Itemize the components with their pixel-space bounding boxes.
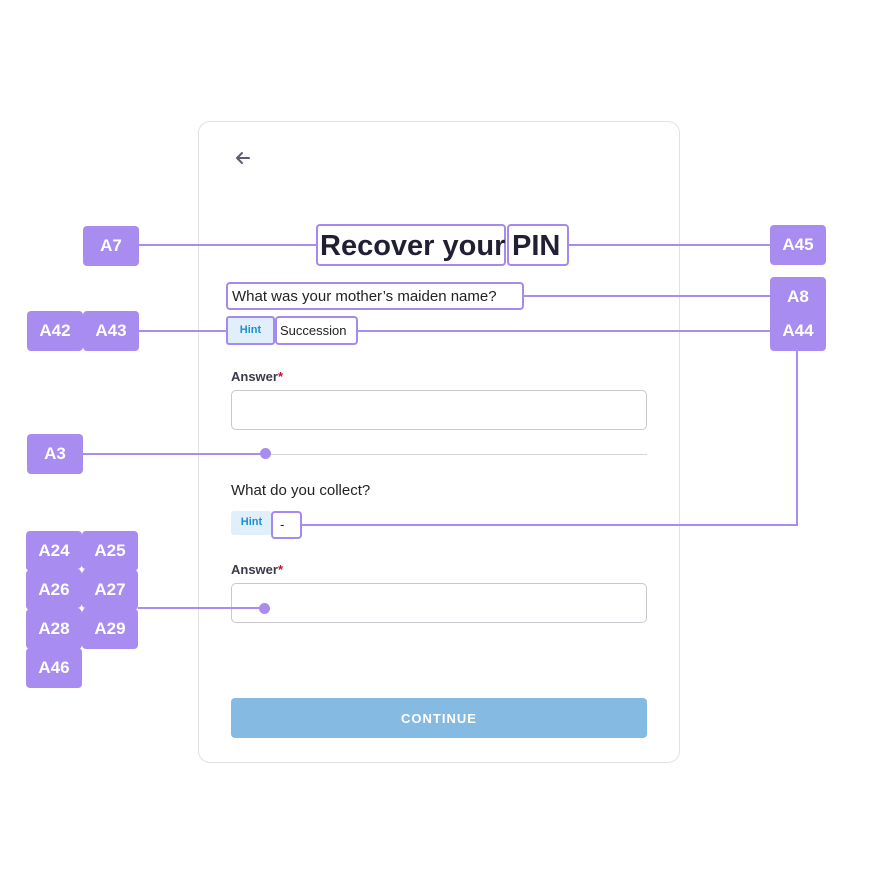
annotation-line-a29: [138, 607, 265, 609]
security-question-2: What do you collect?: [231, 482, 371, 499]
answer-label-2: Answer*: [231, 562, 283, 577]
security-question-1: What was your mother’s maiden name?: [226, 282, 524, 310]
annotation-tag-a26: A26: [26, 570, 82, 610]
annotation-tag-a46: A46: [26, 648, 82, 688]
hint-value-1: Succession: [275, 316, 358, 345]
required-marker-2: *: [277, 562, 284, 577]
answer-label-text-1: Answer: [231, 369, 278, 384]
annotation-dot-a29: [259, 603, 270, 614]
annotation-tag-a45: A45: [770, 225, 826, 265]
annotation-line-a43: [139, 330, 227, 332]
sparkle-icon: ✦: [77, 603, 87, 615]
annotation-tag-a42: A42: [27, 311, 83, 351]
hint-badge-2: Hint: [231, 511, 272, 535]
annotation-line-a8: [524, 295, 770, 297]
annotation-tag-a43: A43: [83, 311, 139, 351]
answer-label-text-2: Answer: [231, 562, 278, 577]
back-arrow-icon[interactable]: [233, 148, 253, 168]
page-title: Recover your: [316, 224, 506, 266]
hint-badge-1: Hint: [226, 316, 275, 345]
hint-value-2: -: [271, 511, 302, 539]
required-marker-1: *: [277, 369, 284, 384]
annotation-tag-a3: A3: [27, 434, 83, 474]
annotation-tag-a25: A25: [82, 531, 138, 571]
recovery-card: [198, 121, 680, 763]
sparkle-icon: ✦: [77, 564, 87, 576]
answer-input-1[interactable]: [231, 390, 647, 430]
page-title-pin: PIN: [507, 224, 569, 266]
question-divider: [231, 454, 647, 455]
annotation-dot-a3: [260, 448, 271, 459]
annotation-line-a44: [358, 330, 770, 332]
annotation-tag-a24: A24: [26, 531, 82, 571]
annotation-line-a45: [569, 244, 770, 246]
annotation-line-a44-horizontal: [302, 524, 798, 526]
answer-input-2[interactable]: [231, 583, 647, 623]
annotation-line-a44-vertical: [796, 349, 798, 526]
annotation-line-a7: [139, 244, 317, 246]
answer-label-1: Answer*: [231, 369, 283, 384]
annotation-tag-a8: A8: [770, 277, 826, 317]
annotation-tag-a27: A27: [82, 570, 138, 610]
annotation-line-a3: [83, 453, 265, 455]
annotation-tag-a28: A28: [26, 609, 82, 649]
annotation-tag-a7: A7: [83, 226, 139, 266]
annotation-tag-a29: A29: [82, 609, 138, 649]
continue-button[interactable]: CONTINUE: [231, 698, 647, 738]
annotation-tag-a44: A44: [770, 311, 826, 351]
